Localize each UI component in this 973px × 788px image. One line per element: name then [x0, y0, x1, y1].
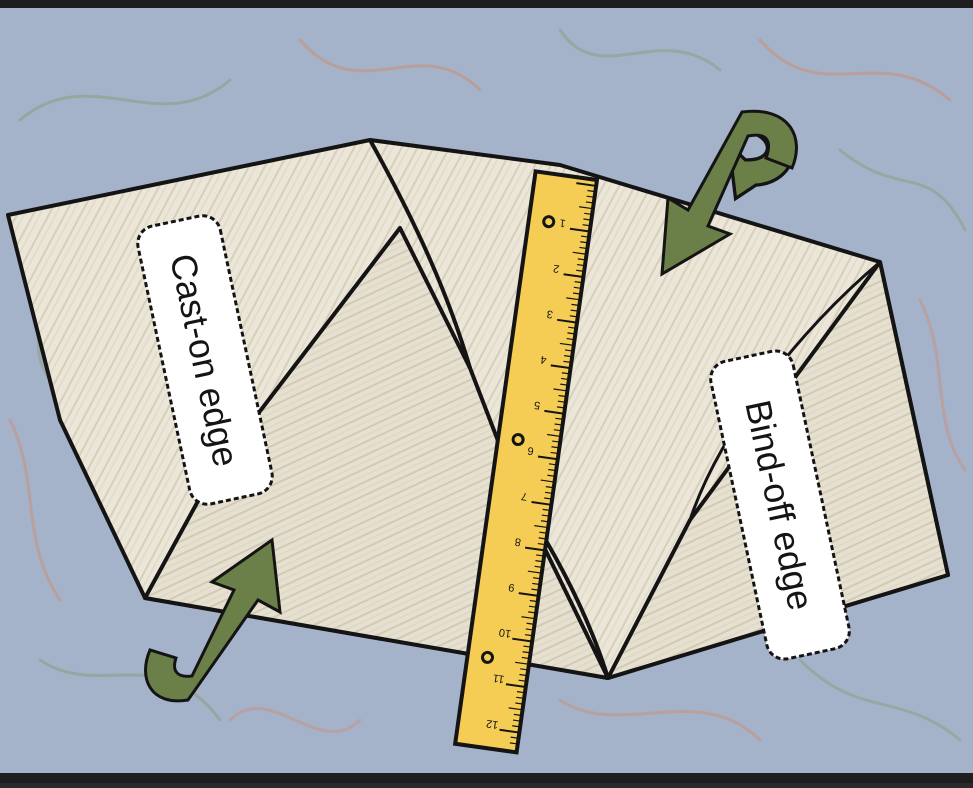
ruler-tick-label: 12 [485, 717, 499, 731]
ruler-tick-label: 10 [498, 626, 512, 640]
ruler-tick-label: 11 [492, 671, 505, 684]
